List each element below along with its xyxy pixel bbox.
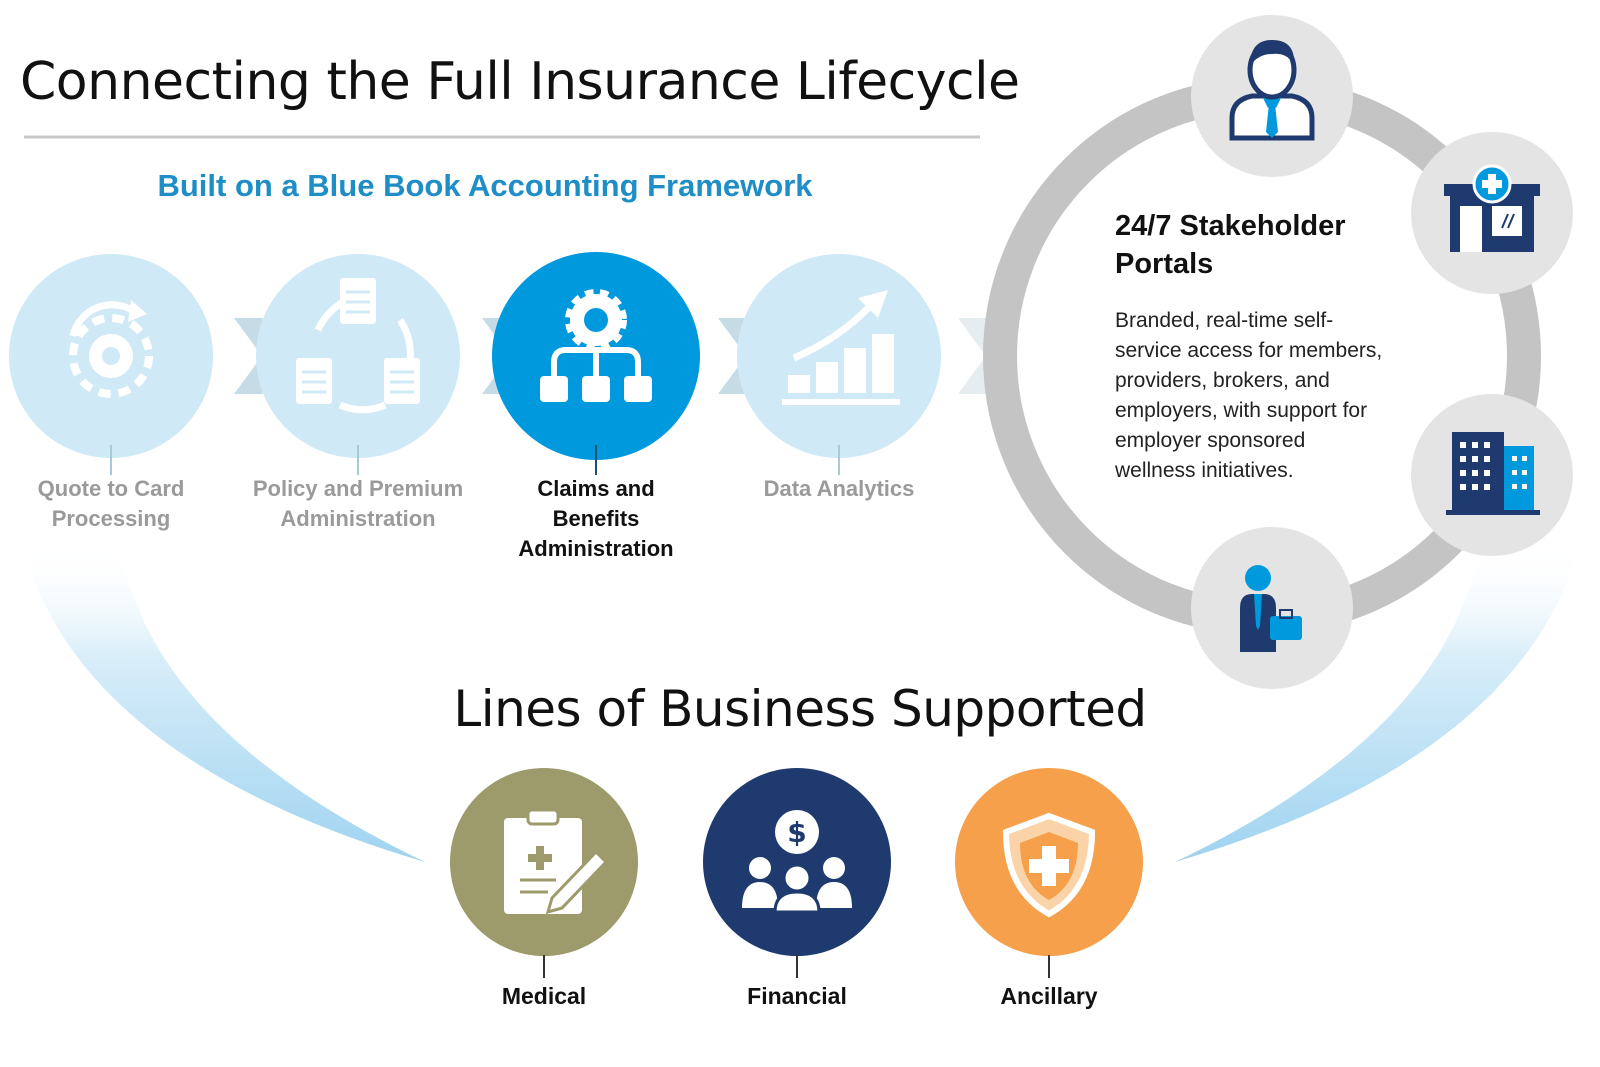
lob-medical — [450, 768, 638, 978]
portal-desc-line: employers, with support for — [1115, 399, 1368, 422]
gear-refresh-icon — [69, 300, 153, 398]
shield-cross-icon — [1002, 812, 1096, 918]
portal-employer — [1411, 394, 1573, 556]
label-line: Policy and Premium — [252, 476, 464, 501]
document-cycle-icon — [296, 278, 420, 414]
label-line: Administration — [518, 536, 674, 561]
portal-desc-line: service access for members, — [1115, 339, 1383, 362]
financial-group-icon: $ — [742, 810, 852, 914]
employer-building-icon — [1446, 432, 1540, 515]
step-label-policy-premium: Policy and Premium Administration — [238, 474, 478, 534]
left-swoosh — [22, 545, 425, 862]
label-line: Processing — [51, 506, 171, 531]
step-label-quote-to-card: Quote to Card Processing — [0, 474, 231, 534]
portal-desc-line: providers, brokers, and — [1115, 369, 1330, 392]
lob-label-medical: Medical — [501, 983, 587, 1009]
portal-title-line: 24/7 Stakeholder — [1115, 210, 1346, 242]
portal-desc-line: wellness initiatives. — [1115, 459, 1294, 482]
lob-section-title: Lines of Business Supported — [453, 680, 1147, 738]
broker-icon — [1240, 565, 1302, 652]
portal-desc-line: Branded, real-time self- — [1115, 309, 1334, 332]
step-data-analytics — [737, 254, 941, 475]
label-line: Administration — [280, 506, 436, 531]
gear-network-icon — [540, 289, 652, 402]
right-swoosh — [1175, 545, 1580, 862]
lob-financial: $ — [703, 768, 891, 978]
label-line: Benefits — [552, 506, 640, 531]
label-line: Quote to Card — [37, 476, 185, 501]
portal-desc-line: employer sponsored — [1115, 429, 1306, 452]
label-line: Data Analytics — [763, 476, 915, 501]
portal-title: 24/7 Stakeholder Portals — [1115, 207, 1415, 283]
portal-provider — [1411, 132, 1573, 294]
step-label-claims-benefits: Claims and Benefits Administration — [476, 474, 716, 564]
portal-broker — [1191, 527, 1353, 689]
portal-member — [1191, 15, 1353, 177]
medical-clipboard-icon — [504, 808, 609, 915]
growth-chart-icon — [782, 290, 900, 405]
label-line: Claims and — [537, 476, 655, 501]
svg-text:$: $ — [787, 816, 806, 849]
page-title: Connecting the Full Insurance Lifecycle — [20, 52, 1020, 112]
step-policy-premium — [256, 254, 460, 475]
step-label-data-analytics: Data Analytics — [719, 474, 959, 504]
portal-title-line: Portals — [1115, 248, 1214, 280]
lob-label-ancillary: Ancillary — [1000, 983, 1098, 1009]
page-subtitle: Built on a Blue Book Accounting Framewor… — [157, 168, 813, 203]
portal-description: Branded, real-time self- service access … — [1115, 306, 1445, 486]
step-claims-benefits — [492, 252, 700, 475]
lob-label-financial: Financial — [747, 983, 847, 1009]
provider-clinic-icon — [1444, 164, 1540, 252]
lob-ancillary — [955, 768, 1143, 978]
step-quote-to-card — [9, 254, 213, 475]
member-icon — [1229, 40, 1315, 141]
